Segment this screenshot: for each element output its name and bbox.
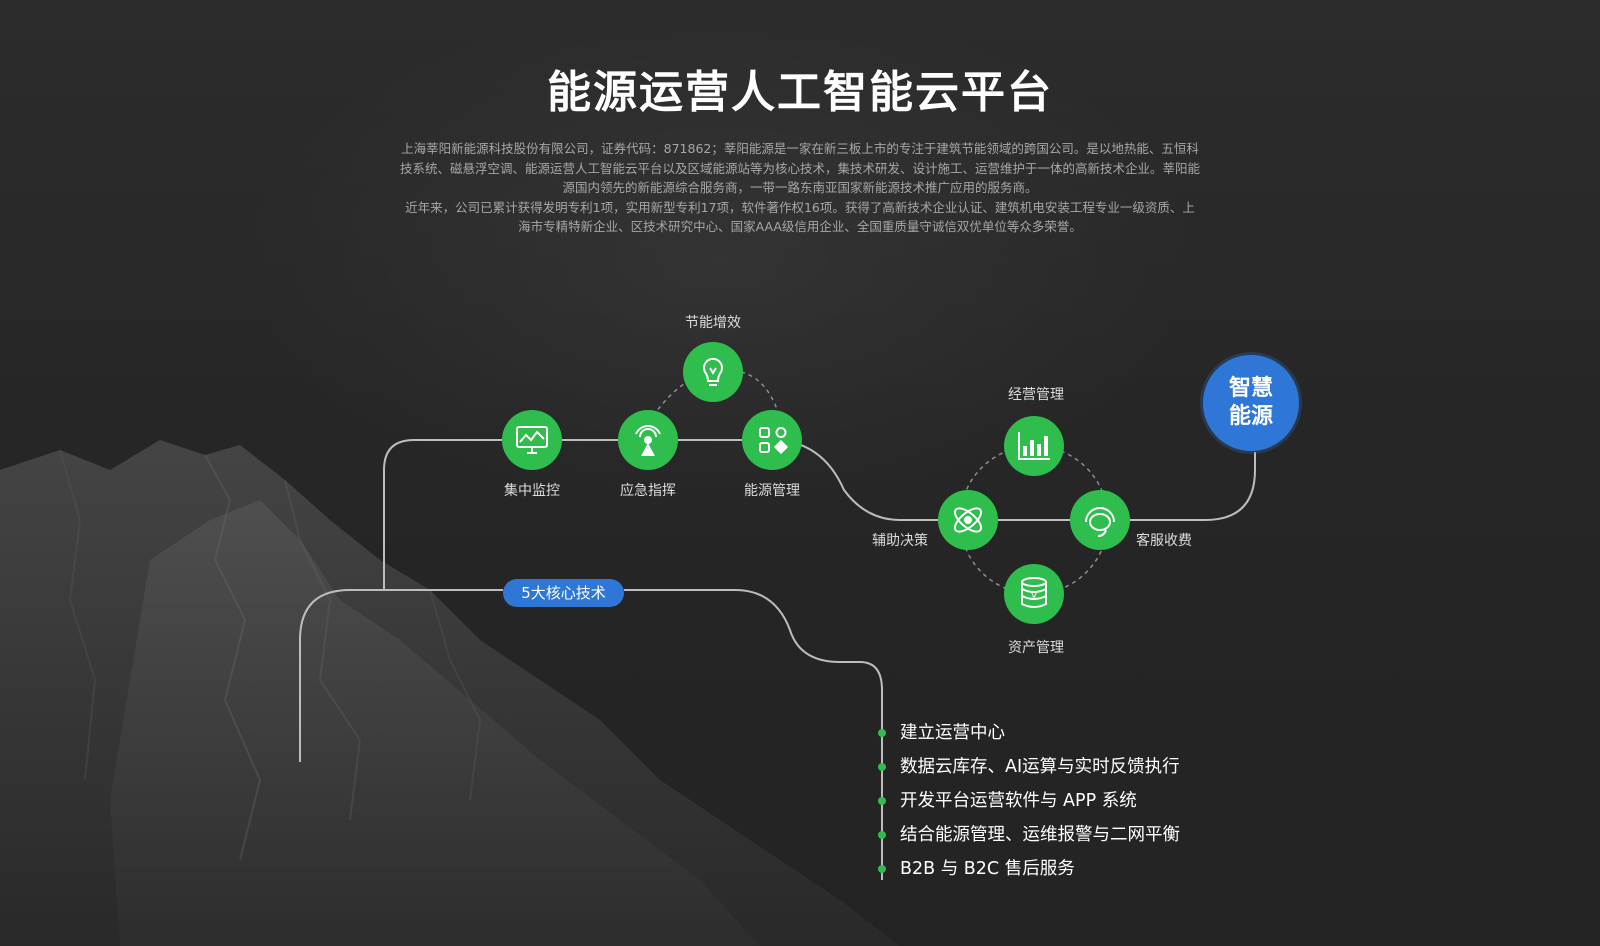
list-item: 结合能源管理、运维报警与二网平衡 bbox=[878, 818, 1312, 852]
intro-paragraph-2: 近年来，公司已累计获得发明专利1项，实用新型专利17项，软件著作权16项。获得了… bbox=[405, 199, 1195, 235]
node-service bbox=[1070, 490, 1130, 550]
label-decision: 辅助决策 bbox=[872, 533, 928, 549]
goal-line-2: 能源 bbox=[1228, 404, 1273, 429]
label-emergency: 应急指挥 bbox=[620, 483, 676, 499]
node-decision bbox=[938, 490, 998, 550]
intro-paragraph-1: 上海莘阳新能源科技股份有限公司，证券代码：871862；莘阳能源是一家在新三板上… bbox=[400, 141, 1201, 195]
label-saving: 节能增效 bbox=[685, 315, 741, 331]
bullet-dot bbox=[878, 729, 886, 737]
node-assets: ¥ bbox=[1004, 564, 1064, 624]
company-intro: 上海莘阳新能源科技股份有限公司，证券代码：871862；莘阳能源是一家在新三板上… bbox=[400, 139, 1200, 237]
node-energy-mgmt bbox=[742, 410, 802, 470]
core-tech-badge: 5大核心技术 bbox=[503, 579, 624, 607]
dashed-arc-2 bbox=[740, 371, 779, 413]
bullet-dot bbox=[878, 831, 886, 839]
coin-stack-icon: ¥ bbox=[1021, 577, 1047, 608]
apps-grid-icon bbox=[759, 427, 789, 455]
bullet-dot bbox=[878, 797, 886, 805]
list-item: 建立运营中心 bbox=[878, 716, 1312, 750]
flow-line-main bbox=[383, 439, 940, 590]
core-tech-list: 建立运营中心 数据云库存、AI运算与实时反馈执行 开发平台运营软件与 APP 系… bbox=[878, 716, 1312, 886]
flow-line-lower-left bbox=[299, 589, 503, 762]
goal-line-1: 智慧 bbox=[1228, 376, 1273, 401]
list-item: B2B 与 B2C 售后服务 bbox=[878, 852, 1312, 886]
svg-text:¥: ¥ bbox=[1030, 592, 1037, 603]
flow-line-lower-right bbox=[624, 589, 883, 880]
dashed-arc-1 bbox=[652, 371, 714, 417]
label-monitor: 集中监控 bbox=[504, 483, 560, 499]
lightbulb-icon bbox=[703, 357, 723, 386]
node-monitor bbox=[502, 410, 562, 470]
label-assets: 资产管理 bbox=[1008, 640, 1064, 656]
bar-chart-icon bbox=[1018, 432, 1050, 460]
label-service: 客服收费 bbox=[1136, 533, 1192, 549]
bullet-dot bbox=[878, 763, 886, 771]
node-emergency bbox=[618, 410, 678, 470]
node-saving bbox=[683, 342, 743, 402]
atom-icon bbox=[953, 507, 983, 533]
list-item: 开发平台运营软件与 APP 系统 bbox=[878, 784, 1312, 818]
broadcast-antenna-icon bbox=[635, 425, 661, 456]
headset-icon bbox=[1085, 507, 1115, 537]
flow-line-goal bbox=[1100, 452, 1256, 521]
monitor-chart-icon bbox=[516, 426, 548, 454]
node-business bbox=[1004, 416, 1064, 476]
smart-energy-goal: 智慧 能源 bbox=[1203, 355, 1299, 451]
page-title: 能源运营人工智能云平台 bbox=[547, 67, 1053, 118]
bullet-dot bbox=[878, 865, 886, 873]
label-business: 经营管理 bbox=[1008, 387, 1064, 403]
list-item: 数据云库存、AI运算与实时反馈执行 bbox=[878, 750, 1312, 784]
label-energy-mgmt: 能源管理 bbox=[744, 483, 800, 499]
